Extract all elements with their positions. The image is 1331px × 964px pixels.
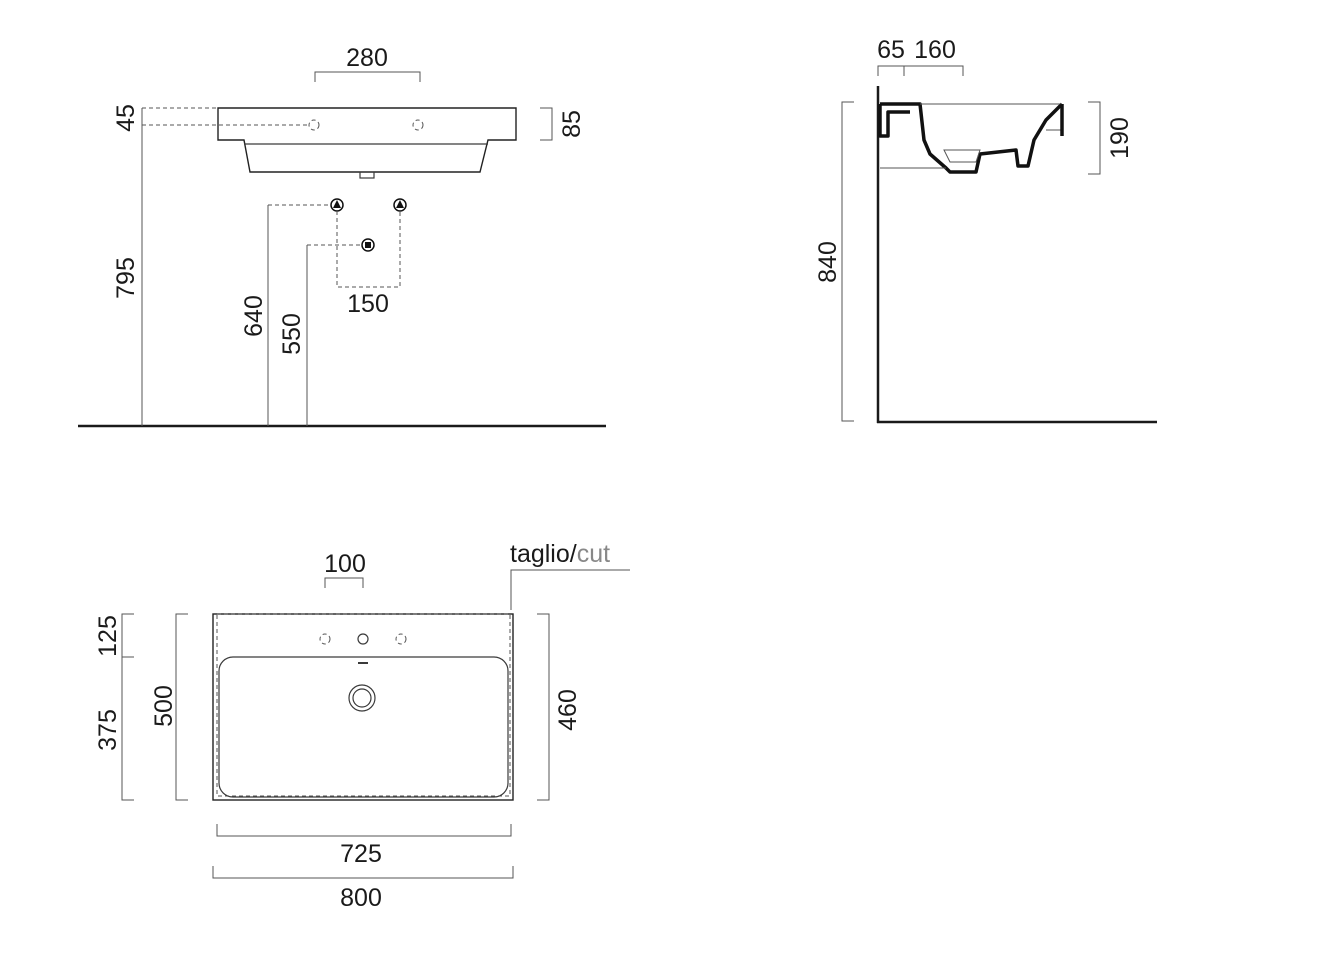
front-waste-outlet [359,171,375,179]
front-dim-150: 150 [347,290,389,318]
front-basin-outline [217,107,517,173]
cold-water-supply-icon [393,198,407,212]
side-basin-back-wall [878,104,910,138]
front-tap-hole-left [308,119,320,131]
front-dim-280: 280 [346,44,388,72]
front-dim-85: 85 [558,110,586,138]
plan-tap-hole-right [395,633,407,645]
front-dim-45: 45 [112,104,140,132]
front-dim-795: 795 [112,257,140,299]
front-dim-150-line [336,211,401,288]
front-dim-640: 640 [240,295,268,337]
plan-dim-375: 375 [94,709,122,751]
side-waste-outlet [943,149,981,163]
plan-cut-leader [510,569,630,610]
side-dim-190: 190 [1106,117,1134,159]
plan-drain-icon [348,684,376,712]
plan-dim-500-line [175,613,188,801]
plan-dim-125-375-line [121,613,134,801]
plan-dim-100: 100 [324,550,366,578]
side-dim-840-line [841,101,854,422]
plan-dim-460: 460 [554,689,582,731]
plan-dim-460-line [537,613,550,801]
front-view: 280 45 85 795 640 150 550 [78,44,606,428]
plan-dim-800: 800 [340,884,382,912]
plan-bowl-outline [218,656,509,798]
front-dim-85-line [540,107,553,141]
side-dim-840: 840 [814,241,842,283]
side-dim-65: 65 [877,36,905,64]
plan-dim-725-line [216,824,512,837]
plan-cut-label-en: cut [577,540,610,568]
side-dim-65-160-line [877,65,964,76]
plan-tap-hole-center [357,633,369,645]
waste-drain-icon [361,238,375,252]
front-tap-hole-right [412,119,424,131]
front-dim-550: 550 [278,313,306,355]
side-dim-190-line [1088,101,1101,175]
side-dim-160: 160 [914,36,956,64]
front-dim-280-line [314,71,421,82]
side-basin-section [880,102,1064,174]
plan-view: 100 taglio/cut 125 375 500 460 725 800 [94,540,630,912]
plan-cut-label-it: taglio/ [510,540,577,568]
plan-dim-125: 125 [94,615,122,657]
plan-dim-725: 725 [340,840,382,868]
hot-water-supply-icon [330,198,344,212]
plan-dim-500: 500 [150,685,178,727]
plan-dim-800-line [212,866,514,879]
plan-tap-hole-left [319,633,331,645]
plan-dim-100-line [324,577,364,588]
plan-cut-label: taglio/cut [510,540,610,568]
side-view: 65 160 190 840 [814,36,1157,424]
